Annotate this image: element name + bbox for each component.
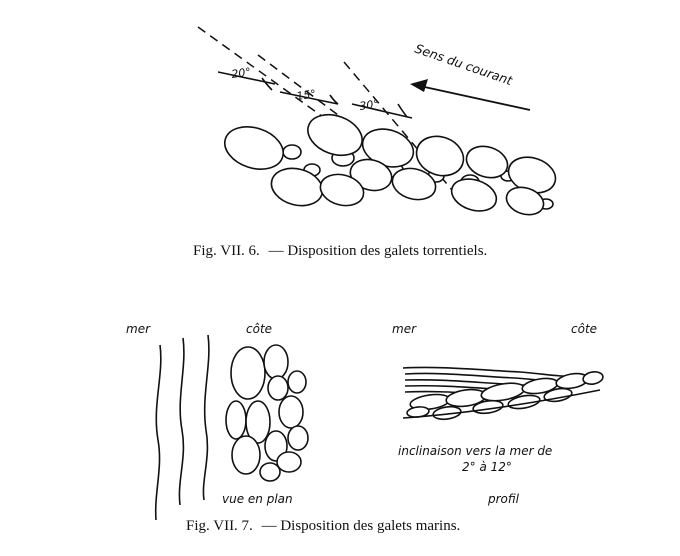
plan-coast-label: côte	[246, 322, 272, 336]
angle-label-30: 30°	[359, 97, 380, 113]
beach-slope-line	[402, 389, 601, 419]
dashed-line-20	[197, 26, 331, 123]
plan-sea-label: mer	[126, 322, 151, 336]
wave-lines	[154, 334, 210, 521]
fig6-caption-prefix: Fig. VII. 6.	[193, 243, 260, 259]
fig7-caption-text: — Disposition des galets marins.	[261, 518, 461, 534]
profile-view-label: profil	[487, 492, 520, 506]
angle-label-15: 15°	[296, 87, 317, 103]
fig7-caption-prefix: Fig. VII. 7.	[186, 518, 253, 534]
inclination-label-line2: 2° à 12°	[462, 460, 512, 474]
fig7-plan-view: mer côte vue en plan	[126, 322, 309, 521]
plan-pebbles	[225, 344, 309, 482]
current-arrow	[410, 79, 531, 111]
profile-pebbles	[406, 371, 604, 421]
plan-view-label: vue en plan	[222, 492, 293, 506]
angle-label-20: 20°	[231, 65, 252, 81]
inclination-label-line1: inclinaison vers la mer de	[398, 444, 552, 458]
dashed-line-15	[257, 54, 359, 131]
fig7-profile-view: mer côte inclinaison vers la mer de 2° à…	[392, 322, 604, 506]
profile-sea-label: mer	[392, 322, 417, 336]
torrential-pebbles	[224, 113, 557, 216]
fig6-caption-text: — Disposition des galets torrentiels.	[268, 243, 488, 259]
current-label: Sens du courant	[413, 41, 515, 89]
angle-marks	[217, 71, 413, 119]
fig6-caption: Fig. VII. 6. — Disposition des galets to…	[193, 243, 487, 259]
fig6-diagram: Sens du courant 20° 15° 30°	[197, 26, 557, 216]
profile-coast-label: côte	[571, 322, 597, 336]
fig7-caption: Fig. VII. 7. — Disposition des galets ma…	[186, 518, 460, 534]
